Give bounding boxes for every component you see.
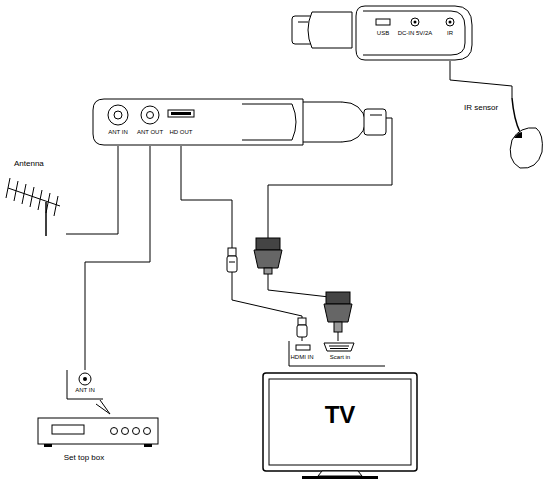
- label-text: USB: [377, 30, 389, 37]
- label-text: ANT IN: [75, 387, 95, 394]
- antenna: Antenna: [4, 158, 66, 238]
- cable: [181, 146, 302, 341]
- receiver-back: USB DC-IN 5V/2A IR: [355, 5, 473, 61]
- tv-connector-panel: HDMI IN Scart in: [288, 341, 386, 367]
- ir-sensor: IR sensor: [462, 98, 546, 174]
- scart-plug: [254, 238, 352, 332]
- cable: [268, 118, 392, 341]
- label-text: ANT IN: [108, 129, 128, 136]
- receiver-front-shape: [92, 98, 304, 146]
- label-text: IR: [447, 30, 453, 37]
- label-text: Set top box: [64, 454, 104, 463]
- pointer: [96, 400, 110, 414]
- bottom-stick: [300, 102, 386, 142]
- label-text: DC-IN 5V/2A: [398, 30, 433, 37]
- set-top-box: Set top box: [34, 414, 164, 470]
- top-stick: [292, 12, 352, 48]
- label-text: Scart in: [330, 354, 350, 361]
- label-text: HDMI IN: [291, 354, 314, 361]
- cable: [450, 61, 512, 98]
- cable: [66, 146, 118, 234]
- receiver-front: ANT IN ANT OUT HD OUT: [92, 98, 304, 146]
- label-text: ANT OUT: [137, 129, 163, 136]
- antenna-shape: [4, 158, 66, 238]
- label-text: IR sensor: [464, 104, 498, 113]
- tv: TV: [262, 372, 418, 480]
- ant-in-panel-shape: [66, 370, 104, 400]
- label-text: Antenna: [14, 160, 44, 169]
- ant-in-panel: ANT IN: [66, 370, 104, 400]
- label-text: HD OUT: [170, 129, 193, 136]
- cable: [85, 146, 150, 370]
- hdmi-plug: [227, 248, 307, 337]
- label-text: TV: [325, 402, 356, 428]
